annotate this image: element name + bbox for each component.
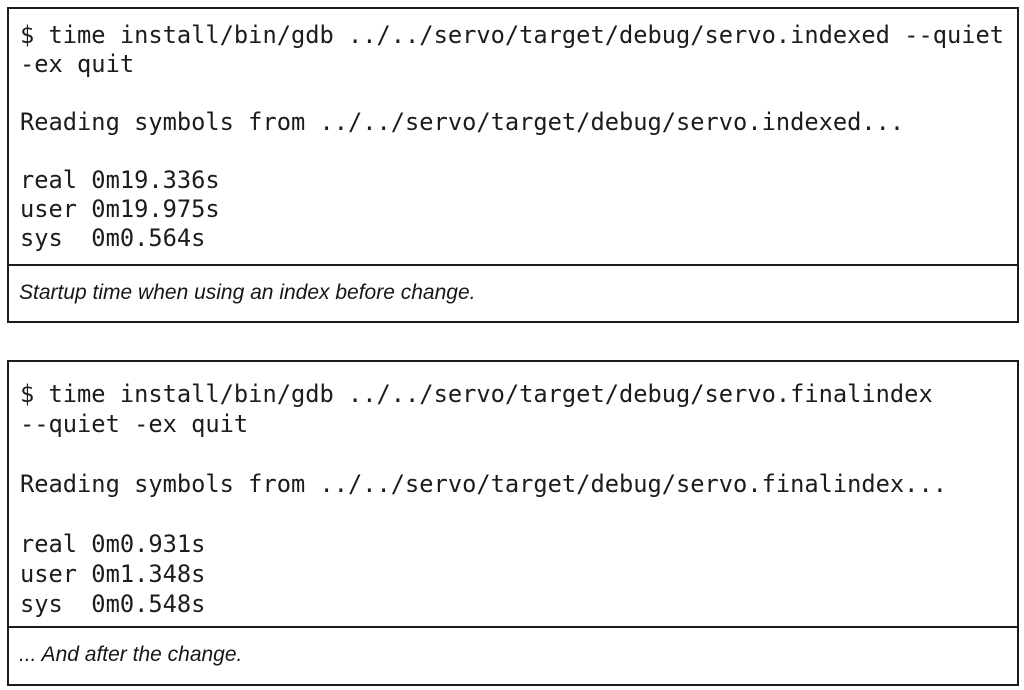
terminal-output-before: $ time install/bin/gdb ../../servo/targe…	[20, 21, 1005, 252]
figure-caption-before: Startup time when using an index before …	[9, 264, 1017, 321]
figure-after-change: $ time install/bin/gdb ../../servo/targe…	[7, 360, 1019, 686]
figure-caption-after: ... And after the change.	[9, 626, 1017, 684]
figure-before-change: $ time install/bin/gdb ../../servo/targe…	[7, 7, 1019, 323]
terminal-output-after: $ time install/bin/gdb ../../servo/targe…	[20, 380, 947, 618]
